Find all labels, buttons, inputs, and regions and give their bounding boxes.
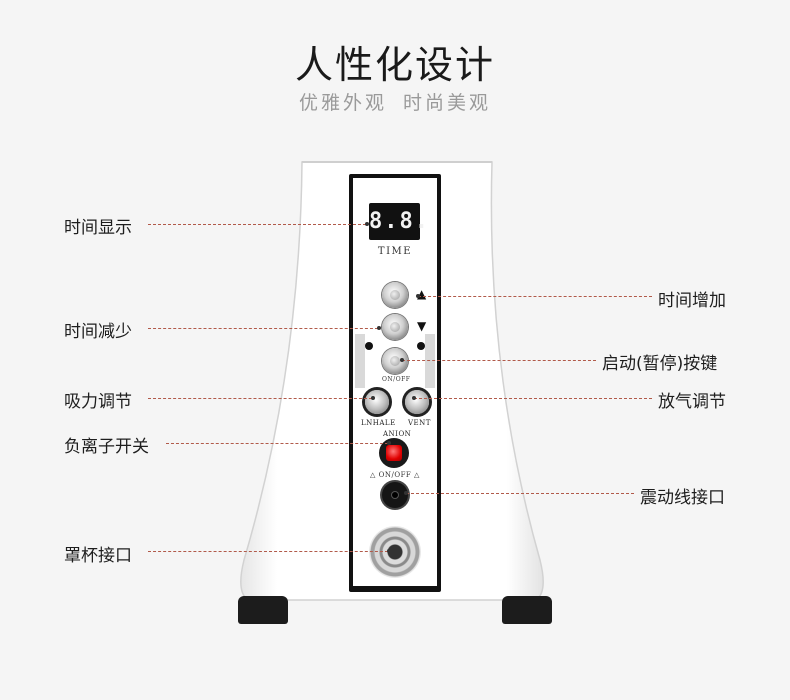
up-arrow-icon: ▲	[417, 287, 427, 301]
inhale-label: LNHALE	[361, 419, 396, 427]
suction-adjust-knob[interactable]	[365, 390, 389, 414]
vent-label: VENT	[408, 419, 431, 427]
callout-start-pause: 启动(暂停)按键	[602, 354, 718, 374]
cup-port[interactable]	[369, 526, 421, 578]
start-pause-button[interactable]	[382, 348, 408, 374]
anion-label: ANION	[383, 430, 412, 438]
control-panel-face: 8.8. TIME ▲ ▼ ON/OFF LNHALE VENT ANION △…	[353, 178, 437, 586]
subtitle-left: 优雅外观	[298, 92, 387, 114]
callout-vent-adjust: 放气调节	[658, 392, 726, 412]
leader-dot-time-increase	[416, 294, 420, 298]
leader-line-time-increase	[418, 296, 652, 297]
leader-line-suction-adjust	[148, 398, 372, 399]
leader-dot-time-decrease	[377, 326, 381, 330]
callout-time-display: 时间显示	[64, 218, 132, 238]
leader-line-anion-switch	[166, 443, 388, 444]
down-arrow-icon: ▼	[417, 319, 427, 333]
time-increase-button[interactable]	[382, 282, 408, 308]
right-bracket	[425, 334, 435, 388]
anion-onoff-label: △ ON/OFF △	[370, 471, 420, 479]
right-foot	[502, 596, 552, 624]
time-label: TIME	[377, 246, 413, 257]
page-subtitle: 优雅外观时尚美观	[0, 88, 790, 115]
vibration-port[interactable]	[382, 482, 408, 508]
leader-dot-anion-switch	[387, 441, 391, 445]
time-display-screen: 8.8.	[369, 203, 428, 240]
callout-cup-port: 罩杯接口	[64, 546, 132, 566]
anion-onoff-text: ON/OFF	[378, 471, 412, 479]
subtitle-right: 时尚美观	[403, 92, 492, 114]
vent-adjust-knob[interactable]	[405, 390, 429, 414]
leader-dot-suction-adjust	[371, 396, 375, 400]
page-title: 人性化设计	[294, 43, 495, 87]
indicator-dot-right	[417, 342, 425, 350]
callout-anion-switch: 负离子开关	[64, 437, 149, 457]
leader-line-start-pause	[402, 360, 596, 361]
leader-dot-time-display	[365, 222, 369, 226]
leader-line-time-decrease	[148, 328, 378, 329]
leader-line-vibration-port	[406, 493, 634, 494]
left-bracket	[355, 334, 365, 388]
leader-dot-start-pause	[400, 358, 404, 362]
start-onoff-label: ON/OFF	[382, 376, 411, 383]
callout-suction-adjust: 吸力调节	[64, 392, 132, 412]
callout-vibration-port: 震动线接口	[640, 488, 725, 508]
leader-line-vent-adjust	[414, 398, 652, 399]
leader-dot-cup-port	[387, 549, 391, 553]
leader-dot-vibration-port	[404, 491, 408, 495]
leader-dot-vent-adjust	[412, 396, 416, 400]
indicator-dot-left	[365, 342, 373, 350]
left-foot	[238, 596, 288, 624]
leader-line-cup-port	[148, 551, 388, 552]
time-decrease-button[interactable]	[382, 314, 408, 340]
leader-line-time-display	[148, 224, 366, 225]
control-panel: 8.8. TIME ▲ ▼ ON/OFF LNHALE VENT ANION △…	[349, 174, 441, 592]
callout-time-increase: 时间增加	[658, 291, 726, 311]
callout-time-decrease: 时间减少	[64, 322, 132, 342]
